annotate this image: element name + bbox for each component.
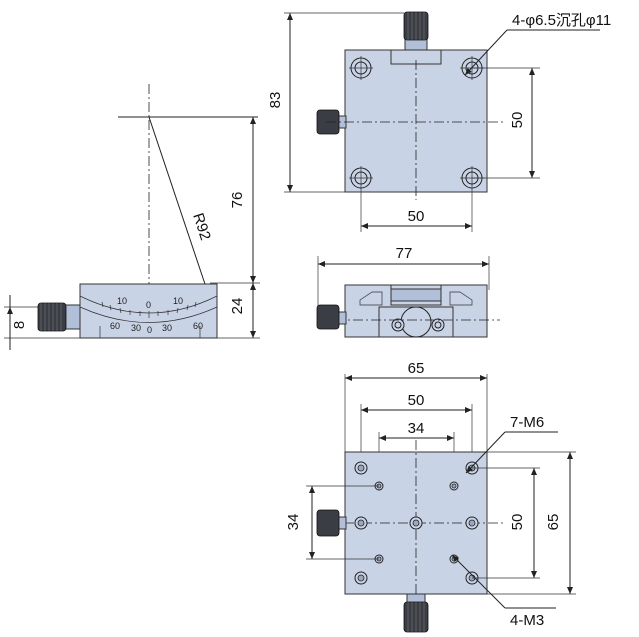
front-knob	[316, 304, 340, 330]
dim-50-horizontal-label: 50	[408, 208, 425, 225]
dim-8-label: 8	[11, 321, 28, 329]
scale-top-center: 0	[146, 300, 151, 310]
dim-65-vertical-label: 65	[545, 514, 562, 531]
hole-callout: 4-φ6.5沉孔φ11	[512, 12, 611, 29]
scale-top-left: 10	[117, 296, 127, 306]
radius-line	[148, 116, 213, 306]
m3-callout: 4-M3	[510, 612, 544, 629]
m6-callout: 7-M6	[510, 414, 544, 431]
dim-50-vertical-label: 50	[509, 112, 526, 129]
scale-bottom-3: 0	[147, 325, 152, 335]
dim-83-label: 83	[267, 92, 284, 109]
dim-34-vertical-label: 34	[285, 514, 302, 531]
m6-holes	[354, 461, 479, 585]
scale-top-right: 10	[173, 296, 183, 306]
scale-bottom-1: 60	[110, 321, 120, 331]
front-bore	[400, 306, 432, 338]
dim-50-vertical-bottom-label: 50	[509, 514, 526, 531]
scale-bottom-4: 30	[162, 323, 172, 333]
dim-65-horizontal-label: 65	[408, 360, 425, 377]
radius-label: R92	[189, 211, 214, 242]
dim-76-label: 76	[229, 192, 246, 209]
scale-bottom-5: 60	[193, 321, 203, 331]
side-knob	[37, 302, 67, 332]
dim-77-label: 77	[396, 245, 413, 262]
dim-50-horizontal-bottom-label: 50	[408, 392, 425, 409]
dim-34-horizontal-label: 34	[408, 420, 425, 437]
scale-bottom-2: 30	[131, 323, 141, 333]
side-knob-shaft	[63, 304, 81, 330]
top-view: 83 4-φ6.5沉孔φ11	[267, 11, 611, 232]
top-holes	[349, 56, 484, 190]
side-view: R92 76 24 8 1	[4, 84, 260, 350]
dim-24-label: 24	[229, 298, 246, 315]
bottom-left-knob	[316, 509, 340, 537]
scale-ticks	[101, 301, 197, 318]
front-view: 77	[316, 245, 500, 338]
bottom-view: 65 50 34	[285, 360, 576, 633]
